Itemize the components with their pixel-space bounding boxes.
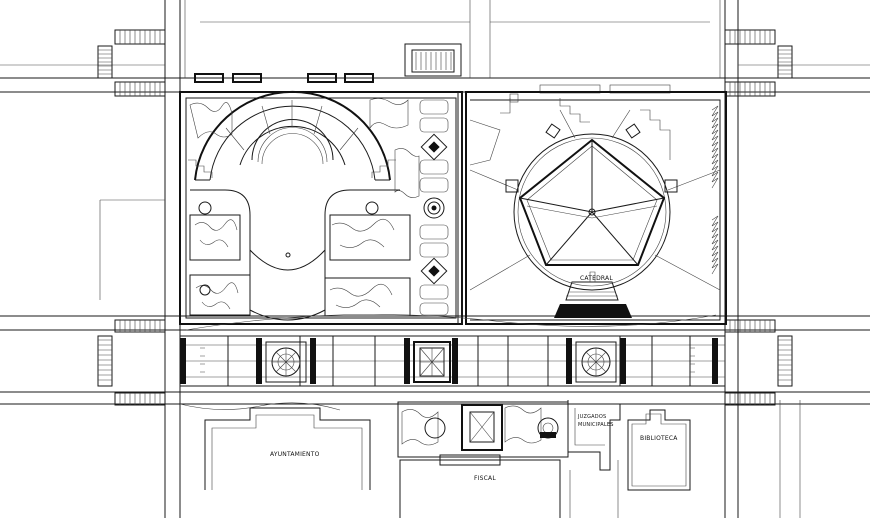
bottom-buildings bbox=[179, 400, 691, 518]
label-fiscal: FISCAL bbox=[474, 475, 496, 482]
top-street-elements bbox=[194, 43, 671, 94]
cathedral-plaza bbox=[465, 91, 727, 325]
label-ayuntamiento: AYUNTAMIENTO bbox=[270, 451, 320, 458]
rosette-right bbox=[575, 341, 617, 383]
corner-stairs bbox=[97, 29, 793, 406]
label-catedral: CATEDRAL bbox=[580, 275, 613, 282]
left-plaza bbox=[179, 90, 463, 325]
label-juzgados-sub: MUNICIPALES bbox=[578, 422, 614, 428]
label-juzgados: JUZGADOS bbox=[577, 414, 606, 420]
rosette-center bbox=[413, 341, 451, 383]
rosette-left bbox=[265, 341, 307, 383]
walkway-planters bbox=[419, 99, 449, 316]
boulevard bbox=[179, 314, 726, 387]
label-biblioteca: BIBLIOTECA bbox=[640, 435, 678, 442]
